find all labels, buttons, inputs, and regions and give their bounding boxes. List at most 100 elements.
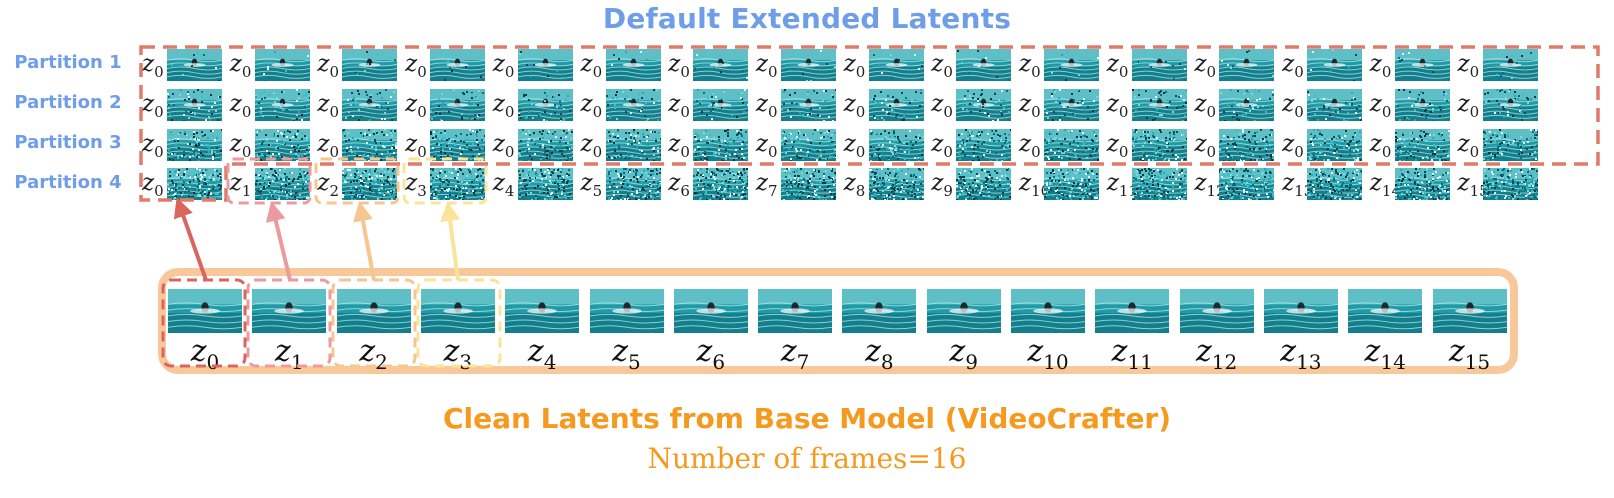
latent-thumbnail bbox=[1043, 89, 1100, 122]
latent-subscript: 0 bbox=[329, 143, 340, 161]
bottom-highlight-z1 bbox=[246, 278, 332, 368]
clean-latent-label: z1 bbox=[275, 334, 304, 375]
latent-subscript: 0 bbox=[504, 143, 515, 161]
clean-latent-label: z7 bbox=[780, 334, 810, 375]
latent-label: z0 bbox=[405, 51, 427, 81]
latent-cell-p4-9: z9 bbox=[931, 166, 1021, 202]
latent-cell-p1-9: z0 bbox=[931, 47, 1021, 83]
latent-label: z0 bbox=[142, 131, 164, 161]
latent-label: z7 bbox=[755, 170, 778, 200]
latent-subscript: 0 bbox=[417, 63, 427, 81]
latent-label: z0 bbox=[668, 131, 690, 161]
latent-label: z0 bbox=[142, 170, 164, 200]
latent-label: z0 bbox=[843, 91, 866, 121]
latent-cell-p4-0: z0 bbox=[142, 166, 232, 202]
latent-thumbnail bbox=[868, 89, 924, 122]
highlight-box-z2 bbox=[314, 157, 400, 205]
latent-thumbnail bbox=[693, 129, 750, 162]
latent-subscript: 3 bbox=[417, 182, 427, 200]
latent-label: z0 bbox=[492, 131, 515, 161]
partition-label-3: Partition 3 bbox=[14, 132, 122, 153]
latent-label: z0 bbox=[755, 51, 778, 81]
latent-cell-p3-6: z0 bbox=[668, 127, 758, 163]
clean-latent-2: z2 bbox=[336, 289, 417, 379]
latent-label: z0 bbox=[1019, 51, 1041, 81]
latent-subscript: 0 bbox=[154, 143, 164, 161]
latent-cell-p2-11: z0 bbox=[1107, 87, 1197, 123]
latent-thumbnail bbox=[342, 89, 398, 122]
clean-latent-label: z10 bbox=[1027, 334, 1069, 375]
latent-subscript: 0 bbox=[1381, 63, 1392, 81]
latent-label: z0 bbox=[492, 51, 515, 81]
latent-thumbnail bbox=[254, 49, 310, 82]
clean-latent-label: z8 bbox=[865, 334, 894, 375]
latent-label: z0 bbox=[317, 91, 340, 121]
partition-label-2: Partition 2 bbox=[14, 92, 122, 113]
latent-label: z0 bbox=[755, 131, 778, 161]
highlight-box-z3 bbox=[402, 157, 488, 205]
latent-cell-p3-12: z0 bbox=[1194, 127, 1284, 163]
clean-latent-label: z6 bbox=[696, 334, 726, 375]
latent-label: z0 bbox=[931, 51, 953, 81]
clean-latent-thumbnail bbox=[589, 289, 664, 333]
latent-label: z0 bbox=[142, 91, 164, 121]
latent-label: z0 bbox=[1019, 91, 1041, 121]
latent-thumbnail bbox=[517, 49, 573, 81]
latent-cell-p3-3: z0 bbox=[405, 127, 495, 163]
latent-label: z0 bbox=[580, 91, 603, 121]
latent-label: z0 bbox=[229, 131, 252, 161]
latent-label: z0 bbox=[931, 91, 953, 121]
arrow-z0 bbox=[173, 197, 208, 281]
latent-subscript: 6 bbox=[680, 182, 690, 200]
latent-thumbnail bbox=[693, 168, 750, 201]
clean-latent-thumbnail bbox=[1348, 289, 1423, 333]
clean-latent-label: z0 bbox=[190, 334, 220, 375]
highlight-box-z1 bbox=[226, 157, 312, 205]
latent-thumbnail bbox=[342, 168, 399, 201]
latent-label: z0 bbox=[1194, 131, 1217, 161]
clean-latent-label: z5 bbox=[612, 334, 641, 375]
clean-latent-13: z13 bbox=[1263, 289, 1344, 379]
clean-latent-10: z10 bbox=[1010, 289, 1091, 379]
latent-subscript: 0 bbox=[154, 182, 164, 200]
latent-thumbnail bbox=[1394, 168, 1450, 201]
latent-subscript: 0 bbox=[154, 103, 164, 121]
latent-label: z0 bbox=[1282, 91, 1304, 121]
latent-thumbnail bbox=[956, 168, 1013, 201]
latent-subscript: 0 bbox=[855, 63, 866, 81]
latent-thumbnail bbox=[166, 89, 223, 122]
latent-cell-p4-6: z6 bbox=[668, 166, 758, 202]
latent-subscript: 0 bbox=[329, 103, 340, 121]
latent-cell-p2-5: z0 bbox=[581, 87, 671, 123]
clean-latent-11: z11 bbox=[1095, 289, 1175, 379]
latent-subscript: 0 bbox=[1469, 143, 1480, 161]
latent-subscript: 0 bbox=[417, 143, 427, 161]
latent-subscript: 0 bbox=[592, 63, 603, 81]
latent-thumbnail bbox=[1219, 129, 1276, 162]
latent-cell-p2-2: z0 bbox=[317, 87, 407, 123]
latent-subscript: 8 bbox=[855, 182, 866, 200]
bottom-subtitle: Number of frames=16 bbox=[647, 442, 967, 475]
latent-thumbnail bbox=[780, 89, 837, 122]
latent-subscript: 0 bbox=[768, 103, 778, 121]
clean-latent-subscript: 12 bbox=[1211, 350, 1238, 374]
latent-cell-p1-7: z0 bbox=[756, 47, 846, 83]
clean-latent-subscript: 13 bbox=[1296, 350, 1322, 374]
clean-latent-subscript: 14 bbox=[1380, 350, 1406, 374]
latent-subscript: 0 bbox=[504, 103, 515, 121]
latent-label: z0 bbox=[668, 91, 690, 121]
latent-thumbnail bbox=[166, 168, 223, 201]
latent-subscript: 0 bbox=[241, 143, 252, 161]
latent-cell-p1-13: z0 bbox=[1282, 47, 1372, 83]
clean-latent-subscript: 3 bbox=[459, 350, 473, 374]
latent-cell-p4-14: z14 bbox=[1370, 166, 1460, 202]
latent-cell-p3-1: z0 bbox=[230, 127, 320, 163]
latent-label: z0 bbox=[1019, 131, 1041, 161]
latent-subscript: 0 bbox=[417, 103, 427, 121]
latent-label: z0 bbox=[405, 91, 427, 121]
latent-cell-p4-7: z7 bbox=[756, 166, 846, 202]
latent-cell-p3-14: z0 bbox=[1370, 127, 1460, 163]
latent-label: z0 bbox=[142, 51, 164, 81]
latent-subscript: 0 bbox=[1031, 143, 1041, 161]
latent-thumbnail bbox=[868, 129, 925, 162]
